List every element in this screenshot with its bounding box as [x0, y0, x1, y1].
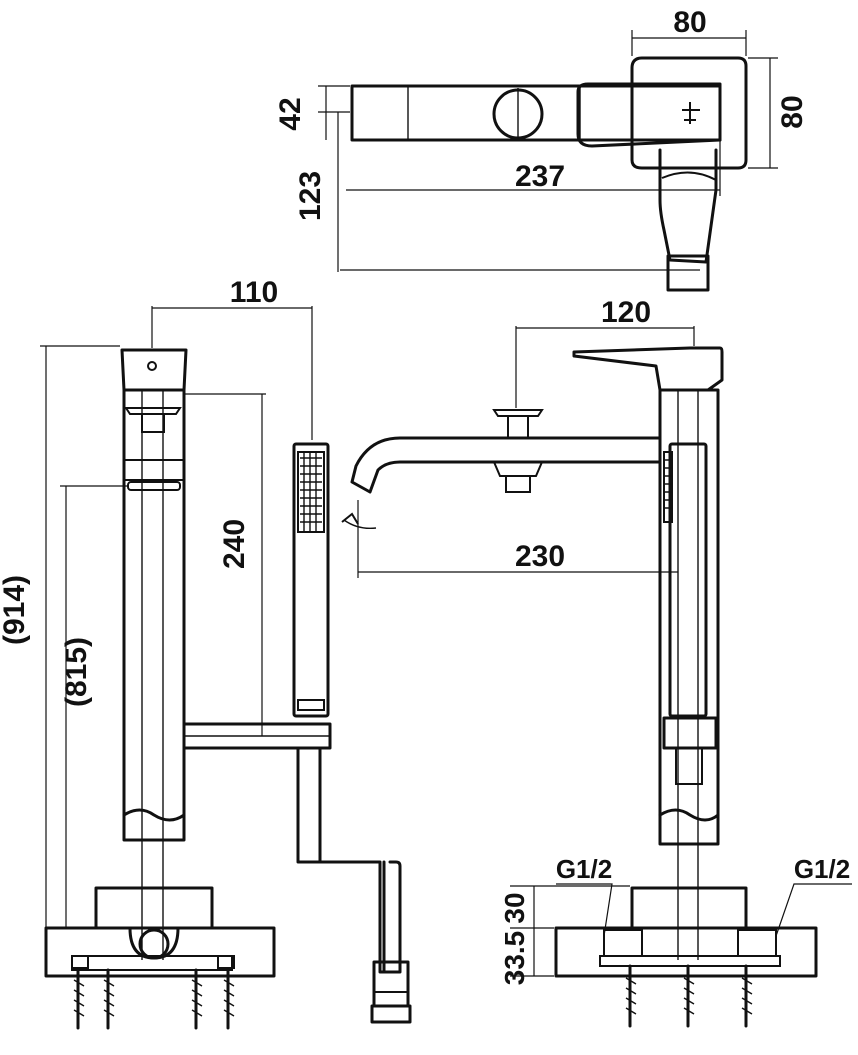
- dim-front-240: 240: [218, 519, 251, 569]
- dim-top-42: 42: [274, 97, 307, 130]
- dim-side-230: 230: [515, 540, 565, 573]
- dim-front-914: (914): [0, 575, 31, 645]
- dim-side-33-5: 33.5: [499, 931, 530, 986]
- side-view: 120 230 30 33.5 G1/2 G1/2: [341, 296, 852, 1028]
- dim-top-80-width: 80: [673, 6, 706, 39]
- dim-top-123: 123: [294, 171, 327, 221]
- dim-front-815: (815): [60, 637, 93, 707]
- dim-side-30: 30: [499, 892, 530, 923]
- dim-front-110: 110: [230, 276, 278, 309]
- dim-side-120: 120: [601, 296, 651, 329]
- front-view: 110 (914) (815) 240: [0, 276, 412, 1030]
- bolt-group-left: [71, 955, 235, 1030]
- top-view: 80 80 42 123 237: [274, 6, 809, 292]
- label-g12-left: G1/2: [556, 854, 612, 884]
- dim-top-237: 237: [515, 160, 565, 193]
- label-g12-right: G1/2: [794, 854, 850, 884]
- dim-top-80-height: 80: [776, 95, 809, 128]
